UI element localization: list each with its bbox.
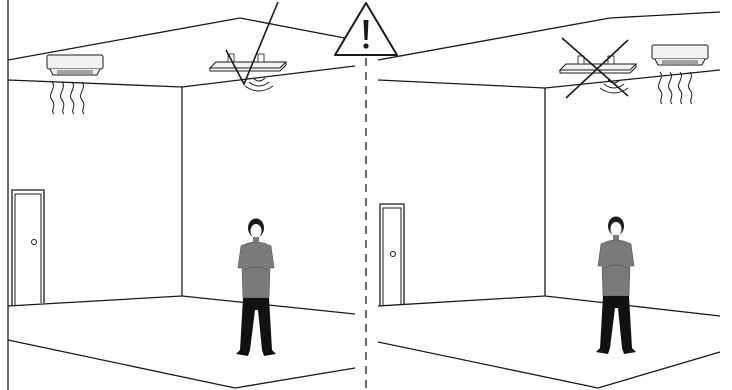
check-mark-icon <box>225 1 279 86</box>
air-conditioner-icon <box>46 54 104 76</box>
door <box>379 203 405 306</box>
ceiling-front-edge <box>377 79 546 89</box>
person-figure <box>595 216 637 355</box>
ceiling-back-edge <box>7 17 241 61</box>
door-knob <box>390 251 396 257</box>
warning-triangle-icon <box>334 2 398 56</box>
left-room-panel <box>7 0 356 390</box>
ceiling-back-edge <box>377 17 611 61</box>
cross-mark-icon <box>561 37 629 99</box>
floor-back-edge <box>7 295 183 307</box>
ceiling-right-front-edge <box>181 65 356 88</box>
floor-right-edge <box>544 295 721 317</box>
floor-back-edge <box>377 295 546 307</box>
door <box>11 189 45 306</box>
ceiling-front-edge <box>7 79 183 88</box>
floor-front-edge <box>7 339 236 389</box>
signal-arcs-icon <box>244 77 274 92</box>
person-figure <box>235 218 277 357</box>
floor-front-right-edge <box>597 351 721 389</box>
ceiling-right-edge <box>609 11 721 19</box>
right-room-panel <box>377 11 721 389</box>
floor-front-right-edge <box>234 367 356 389</box>
floor-front-edge <box>377 341 599 389</box>
sensor-device-icon <box>209 53 287 72</box>
heat-waves-icon <box>50 81 85 115</box>
heat-waves-icon <box>658 71 693 105</box>
ceiling-right-edge <box>239 17 356 41</box>
air-conditioner-icon <box>651 44 709 66</box>
door-knob <box>31 239 37 245</box>
